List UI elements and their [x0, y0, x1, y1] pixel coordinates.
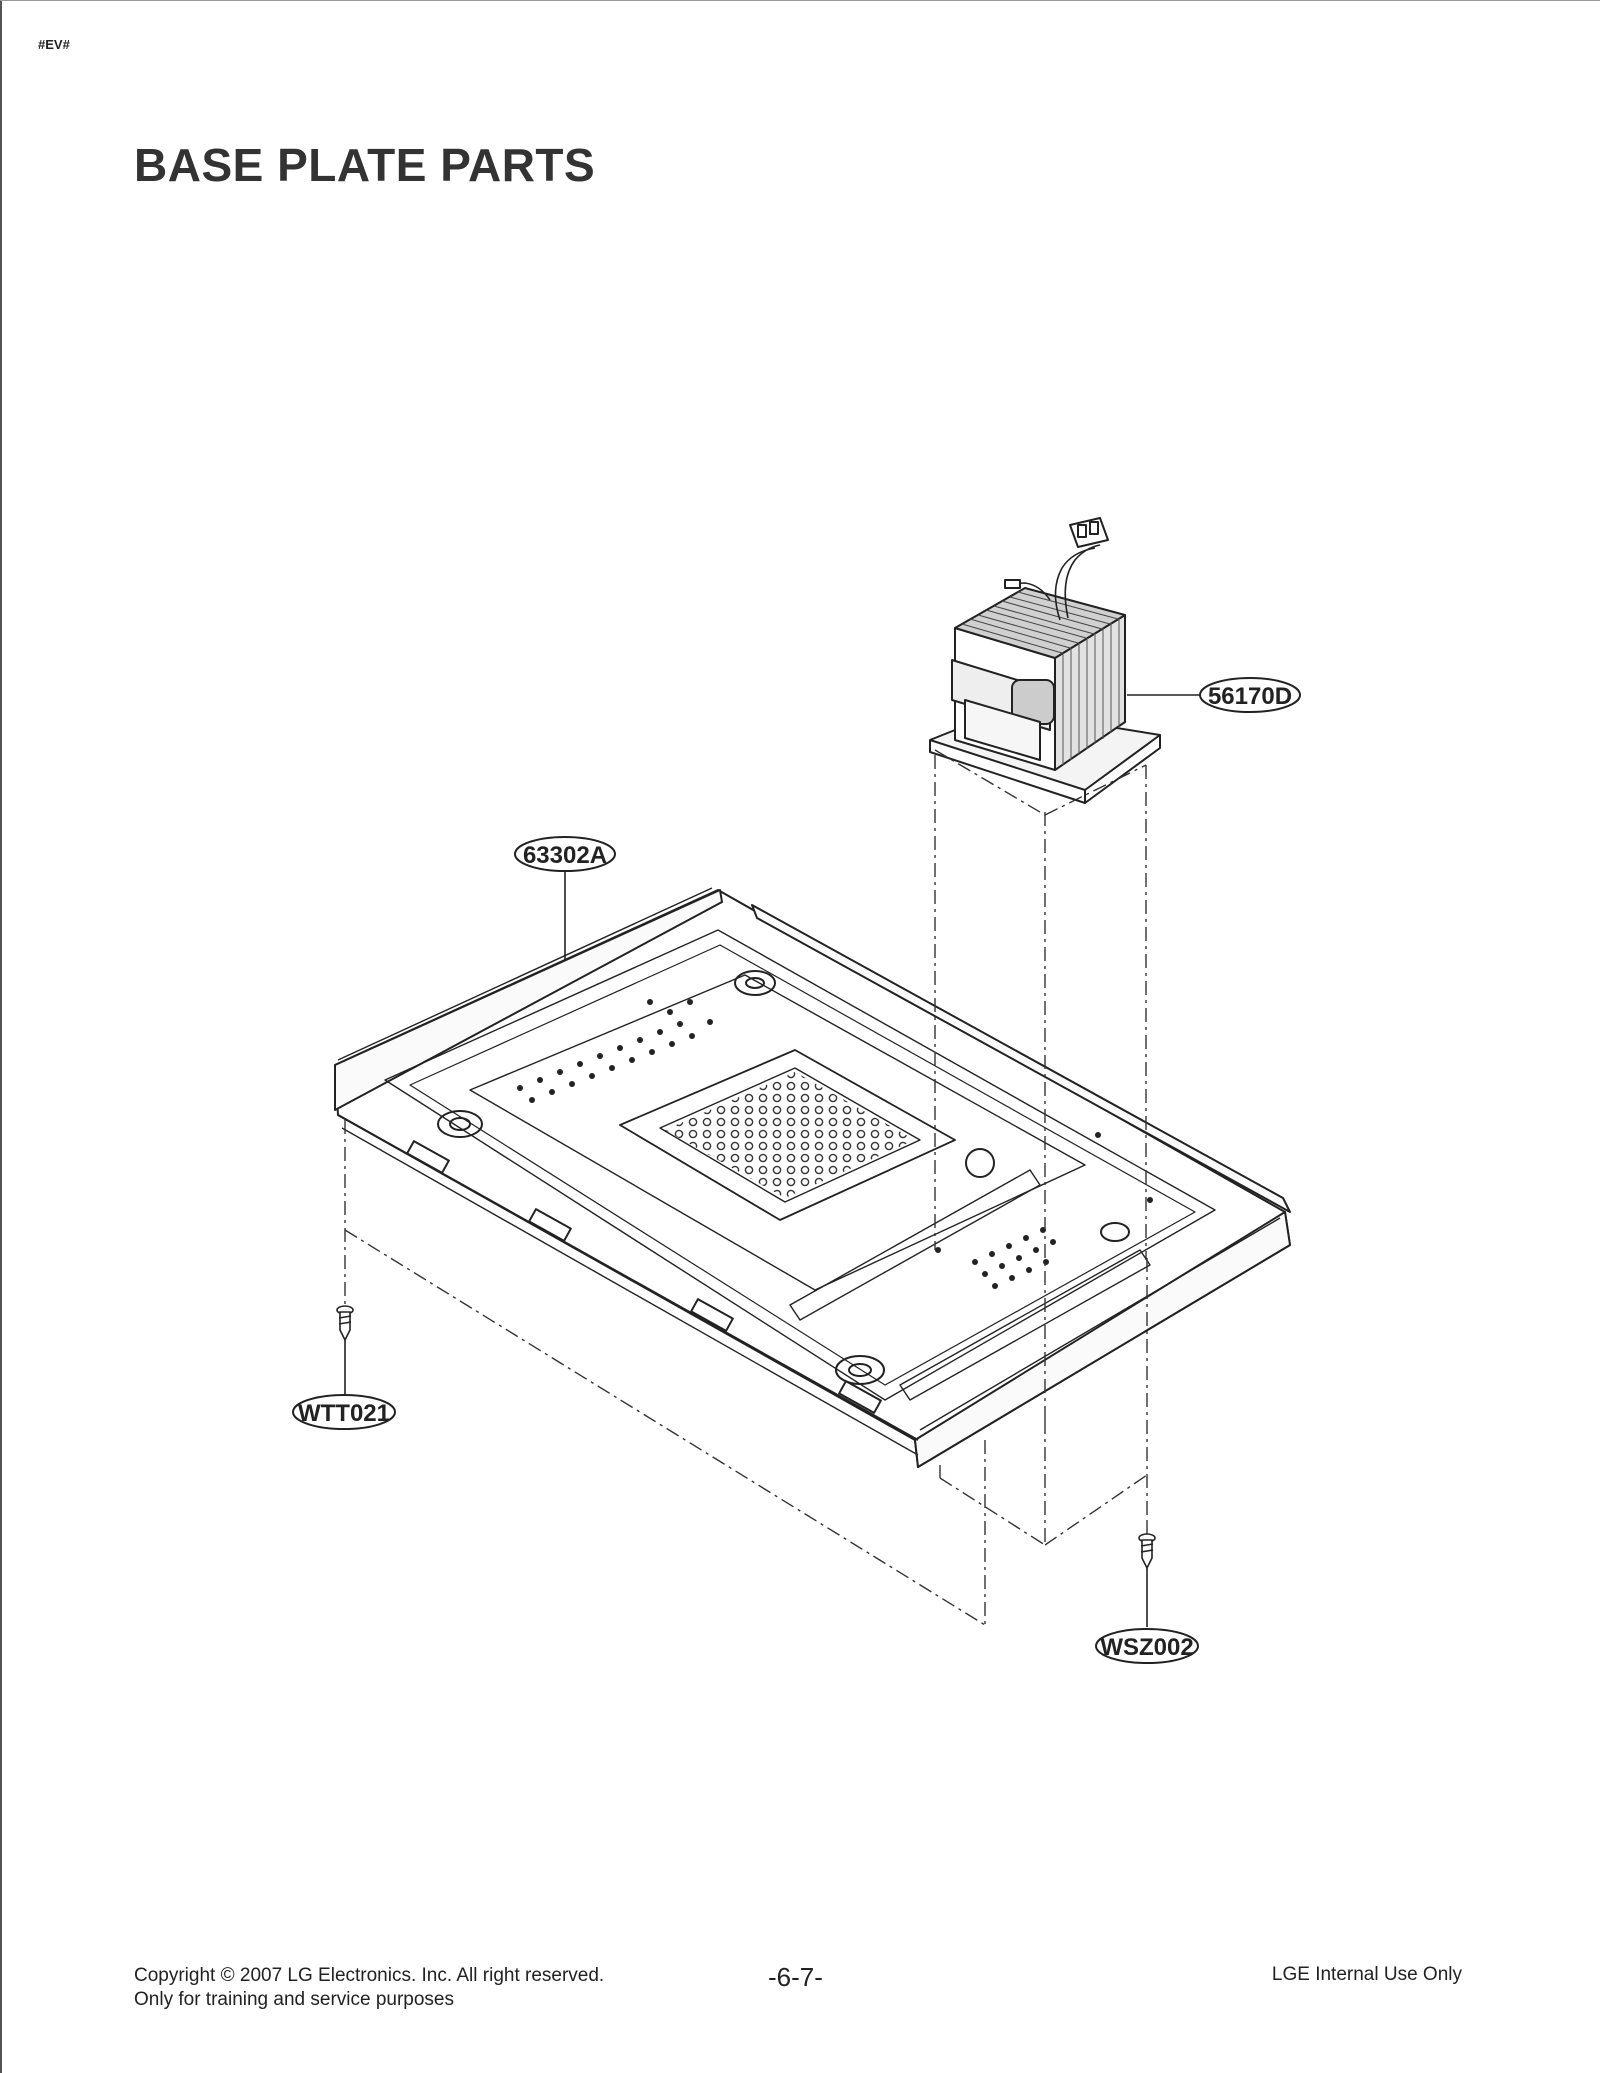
- purpose-text: Only for training and service purposes: [134, 1989, 454, 2010]
- callout-screw-left: WTT021: [292, 1394, 396, 1430]
- internal-use-notice: LGE Internal Use Only: [1271, 1964, 1462, 1985]
- projection-lines: [344, 749, 1148, 1626]
- page-number: -6-7-: [768, 1962, 823, 1992]
- document-tag: #EV#: [38, 37, 70, 52]
- callout-label-wtt021: WTT021: [298, 1400, 390, 1427]
- base-plate: [334, 887, 1291, 1468]
- transformer: [929, 517, 1161, 804]
- callout-label-56170d: 56170D: [1208, 683, 1292, 710]
- callout-label-63302a: 63302A: [523, 842, 607, 869]
- callout-screw-right: WSZ002: [1095, 1628, 1199, 1664]
- leader-lines: [564, 694, 1200, 960]
- page-title: BASE PLATE PARTS: [134, 139, 596, 191]
- callout-transformer: 56170D: [1199, 677, 1301, 713]
- screw-right: [1138, 1533, 1156, 1627]
- footer-copyright-block: Copyright © 2007 LG Electronics. Inc. Al…: [134, 1964, 604, 2012]
- copyright-text: Copyright © 2007 LG Electronics. Inc. Al…: [134, 1965, 605, 1986]
- callout-base-plate: 63302A: [514, 836, 616, 872]
- callout-label-wsz002: WSZ002: [1100, 1634, 1193, 1661]
- screw-left: [336, 1305, 354, 1395]
- page-border-left: [0, 0, 2, 2073]
- page-border-top: [0, 0, 1600, 1]
